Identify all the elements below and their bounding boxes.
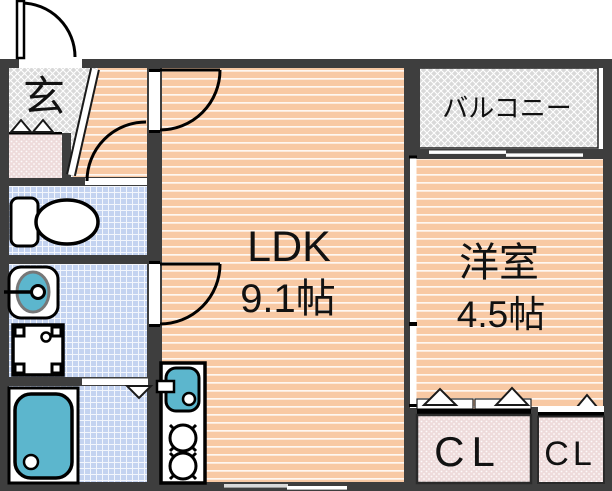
entrance-door-icon [15, 0, 77, 60]
washroom-door-cap-top [149, 261, 160, 264]
washing-machine-pan-icon [11, 323, 65, 377]
balcony-label: バルコニー [442, 93, 571, 123]
wall-washroom-bath [9, 377, 149, 386]
shoe-cabinet [8, 118, 62, 178]
ldk-door-opening [149, 72, 160, 130]
sliding-door-band [410, 157, 417, 408]
western-room-name-label: 洋室 [459, 241, 539, 285]
kitchen-counter [155, 361, 207, 485]
genkan-diagonal-door-icon [66, 67, 100, 177]
wall-shoebox-stub [62, 133, 71, 178]
shoe-cabinet-triangle-icon [8, 118, 34, 133]
wall-toilet-bottom [9, 255, 149, 264]
wall-right [603, 59, 612, 491]
balcony-window-left [429, 150, 506, 154]
washroom-door-opening [149, 264, 160, 324]
toilet-door-icon [85, 120, 147, 182]
closet-right-label: CL [544, 435, 595, 473]
wall-left [0, 59, 9, 491]
closet-triangle-icon [493, 386, 531, 406]
washroom-door-cap-bottom [149, 324, 160, 327]
wall-closet-divider [529, 407, 539, 483]
closet-right [537, 393, 605, 484]
ldk-door-icon [159, 68, 222, 132]
bottom-window-left [224, 484, 288, 488]
bottom-window-right [287, 486, 347, 490]
sliding-door-icon [409, 155, 417, 408]
bathroom-door-triangle-icon [124, 385, 154, 400]
bathtub-icon [7, 386, 80, 485]
toilet-door-opening [85, 178, 147, 185]
wall-top [0, 59, 612, 68]
washbasin-icon [4, 265, 60, 320]
wall-balcony-left [404, 59, 420, 159]
western-room-floor [408, 153, 604, 410]
western-room-size-label: 4.5帖 [457, 294, 545, 335]
closet-left-label: CL [434, 428, 502, 475]
genkan-label: 玄 [23, 73, 65, 120]
stove-burners-icon [168, 423, 198, 481]
balcony-window-right [506, 153, 583, 157]
wall-toilet-top [9, 177, 149, 186]
shoe-cabinet-triangle-icon [30, 118, 56, 133]
closet-triangle-icon [421, 387, 459, 406]
closet-left [415, 386, 533, 485]
ldk-name-label: LDK [247, 223, 331, 271]
entrance-opening [19, 59, 82, 68]
toilet-icon [9, 196, 100, 248]
ldk-door-cap-top [149, 69, 160, 72]
bathroom-door-opening [82, 378, 148, 385]
ldk-door-cap-bottom [149, 130, 160, 133]
washroom-door-icon [159, 262, 222, 326]
ldk-size-label: 9.1帖 [240, 277, 336, 321]
kitchen-sink-icon [155, 366, 201, 413]
wall-ldk-western [404, 157, 410, 408]
